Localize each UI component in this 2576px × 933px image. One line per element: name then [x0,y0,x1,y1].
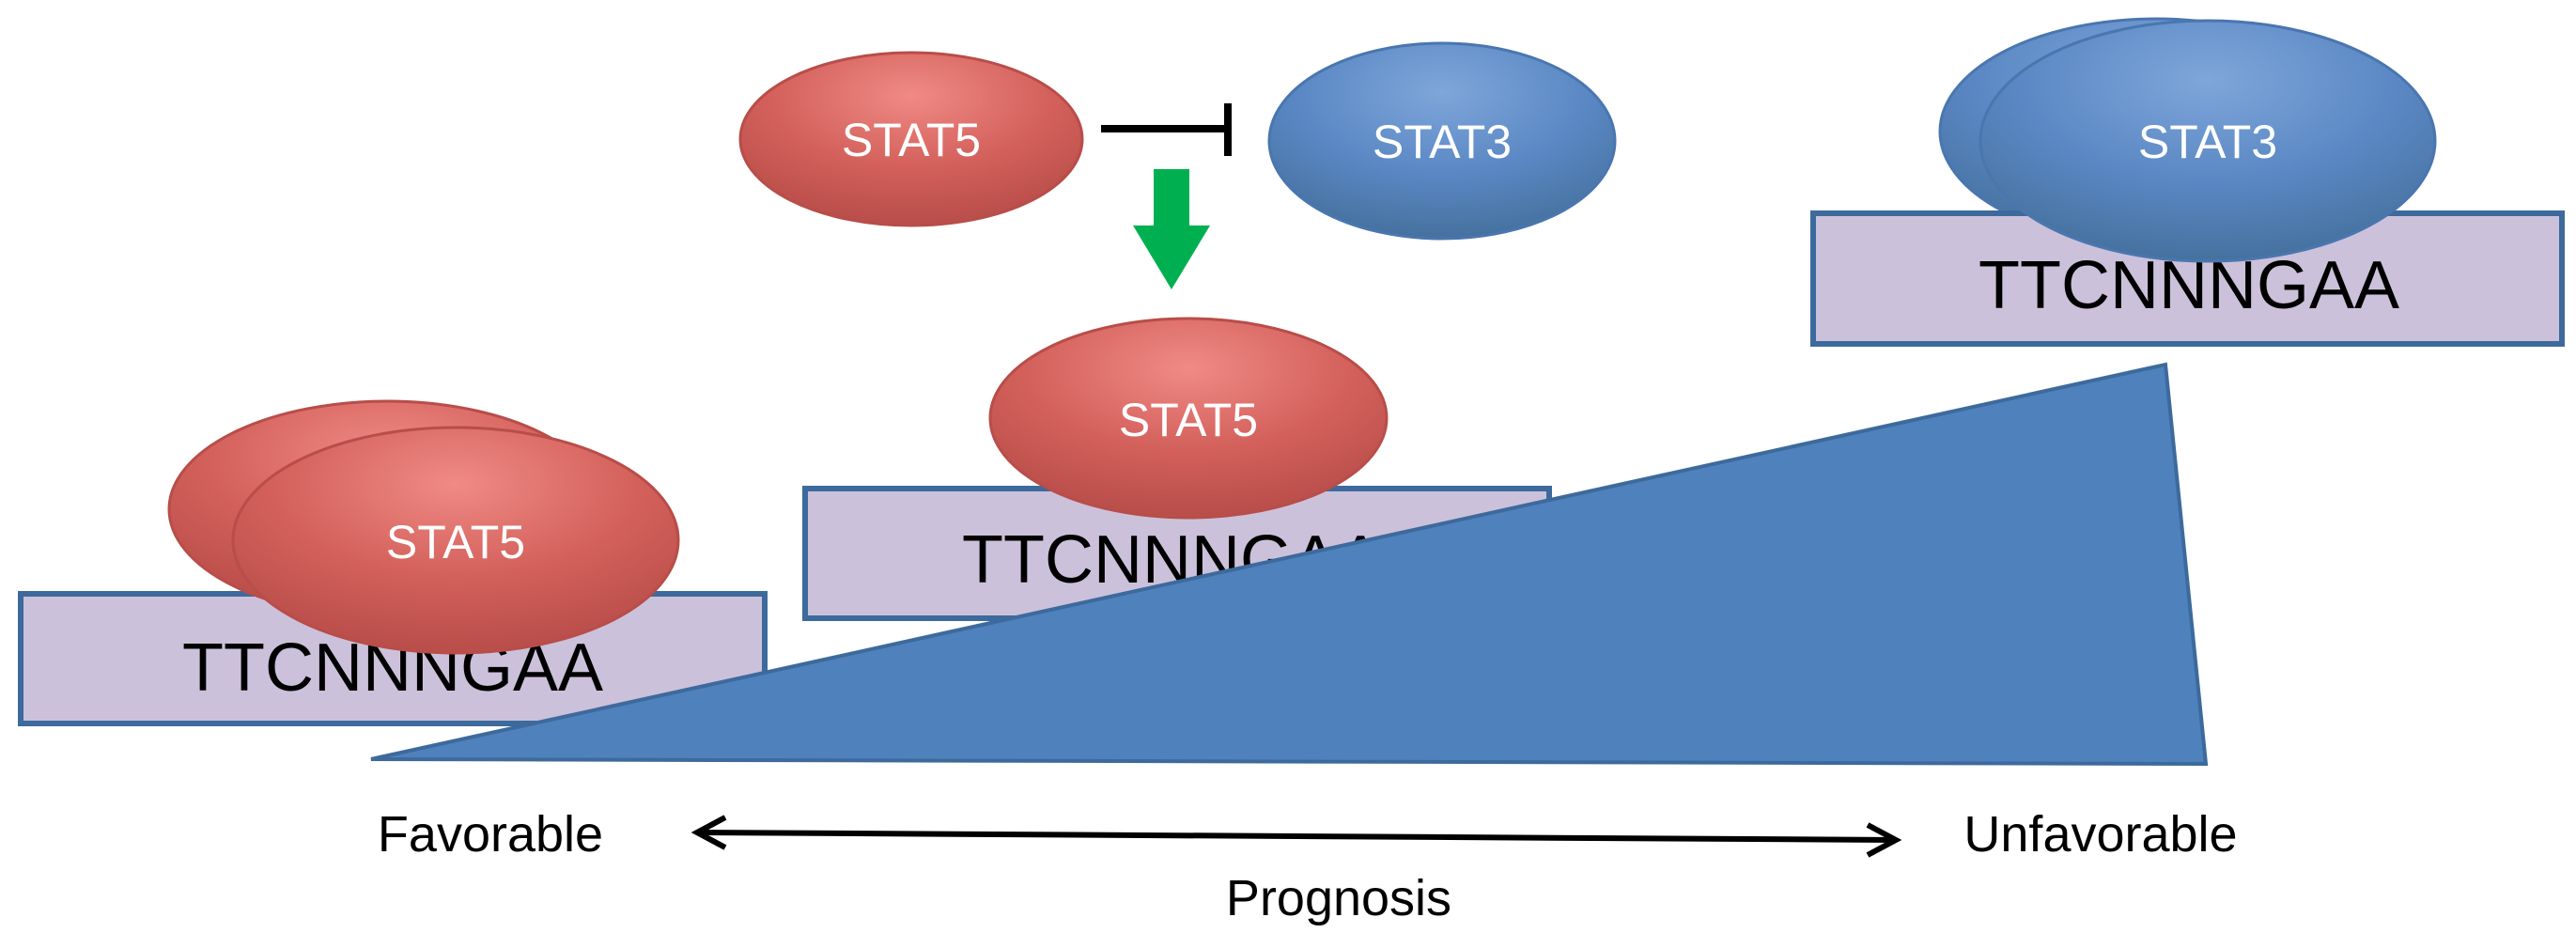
unfavorable-label: Unfavorable [1963,806,2237,863]
stat3-right-label: STAT3 [2138,116,2277,168]
left-arrowhead-icon [691,815,727,850]
right-arrowhead-icon [1866,822,1902,858]
favorable-label: Favorable [378,806,603,863]
green-down-arrow-icon [1133,169,1210,289]
prognosis-title: Prognosis [1226,870,1451,926]
right-complex: TTCNNNGAA STAT3 [1810,17,2565,347]
left-complex: TTCNNNGAA STAT5 [18,399,768,726]
stat5-left-label: STAT5 [386,516,525,568]
stat5-top-oval: STAT5 [738,51,1084,227]
top-row: STAT5 STAT3 [738,41,1617,289]
stat5-left-front-oval: STAT5 [231,426,680,655]
stat5-middle-label: STAT5 [1119,394,1258,446]
prognosis-triangle [370,362,2209,767]
double-arrow-line [696,830,1897,843]
stat5-middle-oval: STAT5 [988,317,1389,520]
stat5-top-label: STAT5 [842,114,981,166]
stat3-top-oval: STAT3 [1267,41,1617,241]
prognosis-axis: Favorable Unfavorable Prognosis [378,806,2238,926]
inhibition-bar-arrow [1101,103,1232,156]
stat3-right-front-oval: STAT3 [1979,19,2437,263]
stat3-top-label: STAT3 [1373,116,1512,168]
